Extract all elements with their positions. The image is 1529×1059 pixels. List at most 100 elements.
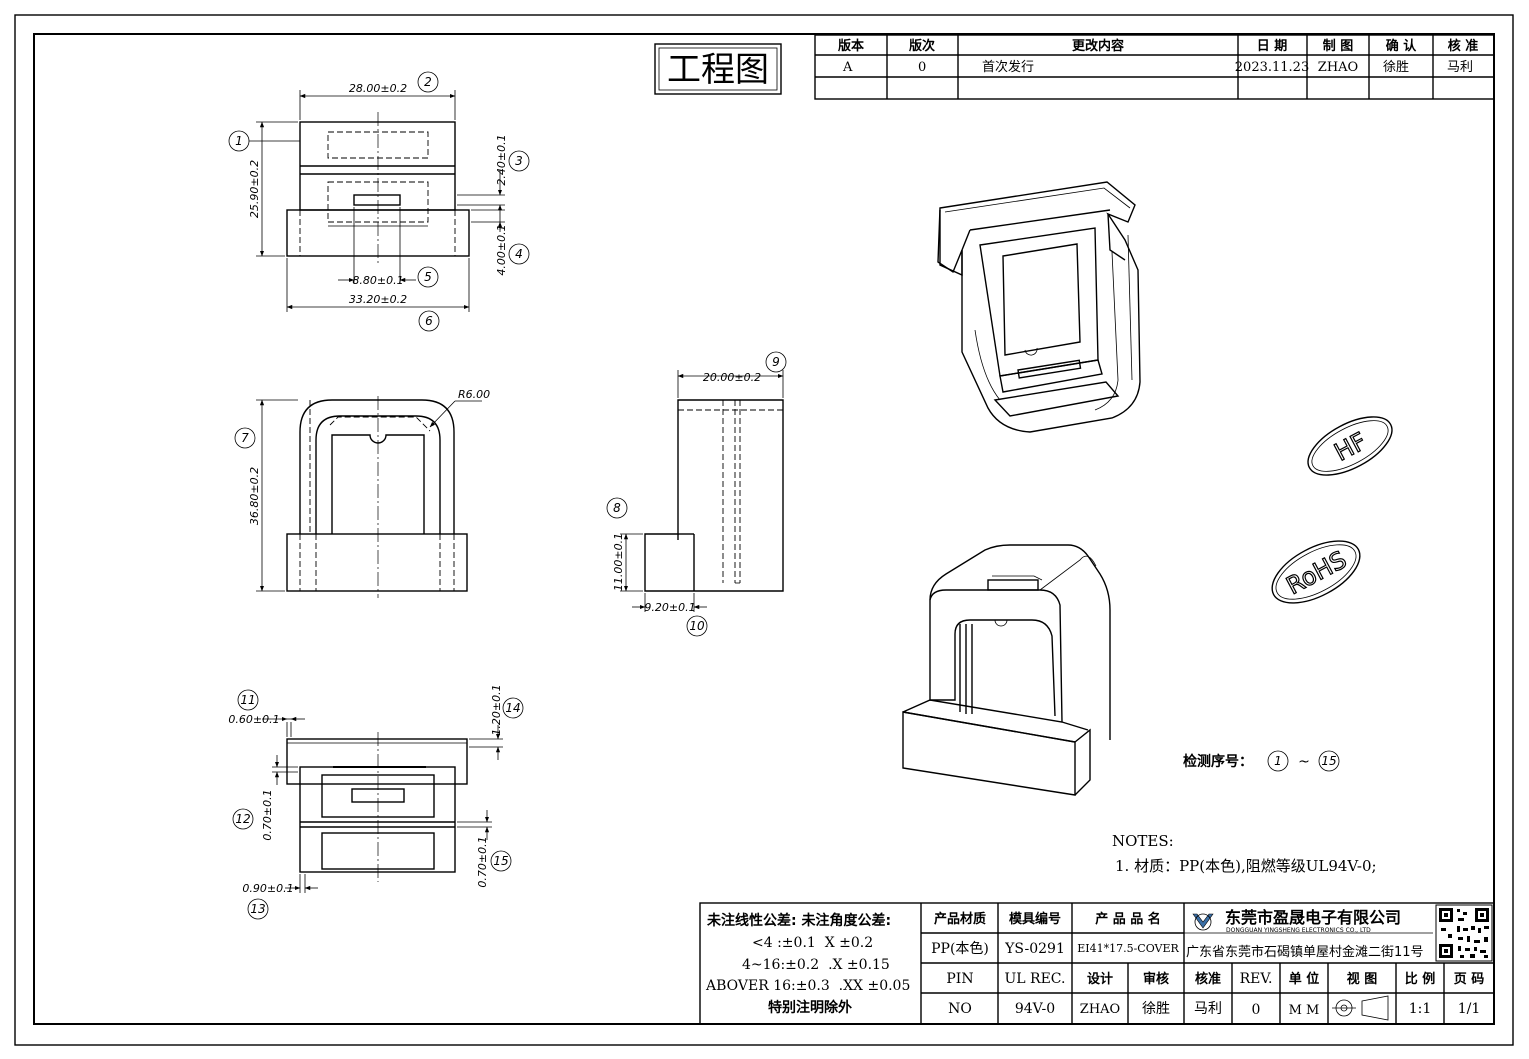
rev-cell-date: 2023.11.23 <box>1235 60 1309 75</box>
inspection-sequence: 检测序号： 1 ~ 15 <box>1183 750 1340 772</box>
unit-value: M M <box>1289 1003 1320 1018</box>
rev-cell-change: 首次发行 <box>982 59 1034 75</box>
company-name: 东莞市盈晟电子有限公司 <box>1225 908 1401 927</box>
revision-table: 版本 版次 更改内容 日 期 制 图 确 认 核 准 A 0 首次发行 2023… <box>814 34 1495 100</box>
qr-code-icon <box>1435 904 1493 962</box>
svg-text:1: 1 <box>1274 754 1282 768</box>
rev-header-edition: 版次 <box>909 38 935 54</box>
material-label: 产品材质 <box>934 911 986 927</box>
dim-bottom-lip: 1.20±0.1 <box>490 684 503 735</box>
balloon-3: 3 <box>508 150 530 172</box>
side-view: 20.00±0.2 11.00±0.1 9.20±0.1 <box>612 370 784 614</box>
svg-text:8: 8 <box>613 501 621 515</box>
outer-border <box>14 14 1514 1046</box>
projection-symbol-icon <box>1332 995 1389 1021</box>
dim-bottom-inset: 0.90±0.1 <box>242 882 293 895</box>
product-label: 产 品 品 名 <box>1095 911 1161 927</box>
balloon-4: 4 <box>508 243 530 265</box>
approve-label: 核准 <box>1195 971 1221 987</box>
hf-stamp: HF <box>1307 416 1393 476</box>
scale-label: 比 例 <box>1405 971 1436 987</box>
svg-text:10: 10 <box>689 619 705 633</box>
front-view: 36.80±0.2 R6.00 <box>248 388 490 598</box>
rev-header-date: 日 期 <box>1257 39 1288 54</box>
bottom-view: 0.60±0.1 1.20±0.1 0.70±0.1 0.70±0.1 0.90… <box>228 684 503 895</box>
svg-text:12: 12 <box>235 812 250 826</box>
dim-top-base-width: 33.20±0.2 <box>349 293 407 306</box>
tolerance-title: 未注线性公差: 未注角度公差: <box>707 912 891 929</box>
balloon-7: 7 <box>234 427 256 449</box>
svg-text:4: 4 <box>515 247 523 261</box>
pin-value: NO <box>948 1001 972 1017</box>
material-value: PP(本色) <box>931 940 989 957</box>
dim-top-slot-width: 8.80±0.1 <box>352 274 403 287</box>
view-label: 视 图 <box>1347 971 1378 987</box>
rev-cell-approve: 马利 <box>1447 60 1473 75</box>
svg-text:15: 15 <box>1321 754 1336 768</box>
rev-header-approve: 核 准 <box>1448 38 1479 54</box>
svg-text:3: 3 <box>515 154 523 168</box>
dim-side-width: 20.00±0.2 <box>703 371 761 384</box>
notes: NOTES: 1. 材质：PP(本色),阻燃等级UL94V-0; <box>1112 832 1377 875</box>
rev-cell-version: A <box>842 60 853 75</box>
rev-cell-confirm: 徐胜 <box>1383 60 1409 75</box>
ul-label: UL REC. <box>1005 971 1066 987</box>
svg-text:检测序号：: 检测序号： <box>1183 753 1253 770</box>
svg-text:7: 7 <box>241 431 249 445</box>
balloon-5: 5 <box>417 266 439 288</box>
rev-header-confirm: 确 认 <box>1386 38 1418 54</box>
approve-value: 马利 <box>1194 1001 1222 1017</box>
balloon-12: 12 <box>232 808 254 830</box>
balloon-6: 6 <box>418 310 440 332</box>
dim-bottom-wall: 0.60±0.1 <box>228 713 279 726</box>
svg-text:6: 6 <box>425 314 433 328</box>
balloon-8: 8 <box>606 497 628 519</box>
mold-value: YS-0291 <box>1004 941 1065 957</box>
unit-label: 单 位 <box>1289 971 1320 987</box>
drawing-title: 工程图 <box>667 50 769 90</box>
title-block: 未注线性公差: 未注角度公差: <4 :±0.1 X ±0.2 4~16:±0.… <box>699 902 1495 1025</box>
balloon-9: 9 <box>765 351 787 373</box>
tolerance-line-2: 4~16:±0.2 .X ±0.15 <box>742 957 890 973</box>
top-view: 28.00±0.2 25.90±0.2 2.40±0.1 4.00±0.1 8.… <box>248 82 508 312</box>
page-label: 页 码 <box>1454 972 1485 987</box>
rev-cell-edition: 0 <box>918 60 926 75</box>
tolerance-line-4: 特别注明除外 <box>768 999 852 1016</box>
balloon-13: 13 <box>247 898 269 920</box>
svg-text:15: 15 <box>493 854 508 868</box>
drawing-title-box: 工程图 <box>654 43 782 95</box>
company-logo-icon <box>1192 913 1214 931</box>
rev-header-version: 版本 <box>838 38 864 54</box>
dim-bottom-rib-left: 0.70±0.1 <box>261 789 274 840</box>
balloon-1: 1 <box>228 130 300 152</box>
svg-text:2: 2 <box>424 75 432 89</box>
rev-header-drawn: 制 图 <box>1323 38 1354 54</box>
design-label: 设计 <box>1087 971 1113 987</box>
dim-side-step: 9.20±0.1 <box>644 601 695 614</box>
product-value: EI41*17.5-COVER <box>1077 942 1179 955</box>
svg-text:1: 1 <box>235 134 243 148</box>
svg-text:13: 13 <box>250 902 265 916</box>
balloon-14: 14 <box>502 697 524 719</box>
dim-side-height: 11.00±0.1 <box>612 533 625 591</box>
ul-value: 94V-0 <box>1015 1001 1055 1017</box>
design-value: ZHAO <box>1080 1002 1120 1017</box>
dim-top-base-offset: 4.00±0.1 <box>495 224 508 275</box>
dim-top-height: 25.90±0.2 <box>248 160 261 218</box>
balloon-15: 15 <box>490 850 512 872</box>
svg-text:11: 11 <box>240 693 255 707</box>
tolerance-line-3: ABOVER 16:±0.3 .XX ±0.05 <box>705 978 910 994</box>
balloon-2: 2 <box>417 71 439 93</box>
svg-text:5: 5 <box>424 270 432 284</box>
notes-heading: NOTES: <box>1112 832 1174 850</box>
dim-bottom-rib-right: 0.70±0.1 <box>476 836 489 887</box>
pin-label: PIN <box>946 971 973 987</box>
svg-text:9: 9 <box>772 355 780 369</box>
rev-header-change: 更改内容 <box>1072 38 1124 54</box>
isometric-view-closed <box>902 544 1111 796</box>
scale-value: 1:1 <box>1409 1001 1432 1017</box>
dim-front-height: 36.80±0.2 <box>248 467 261 525</box>
isometric-view-open <box>937 181 1141 433</box>
mold-label: 模具编号 <box>1009 911 1061 927</box>
